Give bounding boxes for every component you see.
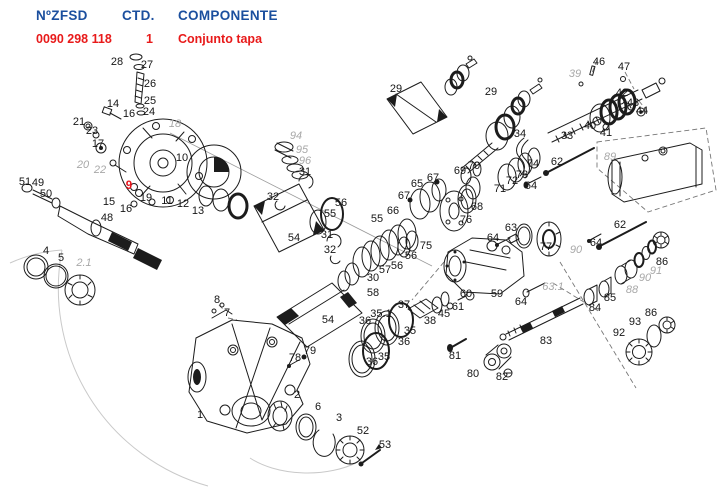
construction-arcs bbox=[9, 132, 433, 487]
piston-seal-rows bbox=[348, 291, 450, 378]
valve-cartridge-right bbox=[461, 77, 543, 174]
input-shaft-assembly bbox=[21, 183, 162, 306]
gear-housing bbox=[187, 302, 311, 434]
row-part-number: 0090 298 118 bbox=[36, 32, 112, 46]
banjo-fitting bbox=[447, 338, 513, 378]
upper-tube-assembly bbox=[253, 141, 344, 265]
fitting-cluster-upper bbox=[614, 231, 670, 285]
row-qty: 1 bbox=[146, 32, 153, 46]
header-col-qty: CTD. bbox=[122, 8, 155, 23]
header-col-part-number: NºZFSD bbox=[36, 8, 88, 23]
cover-hardware bbox=[83, 106, 156, 208]
adjuster-screw-stack bbox=[129, 53, 146, 116]
lower-tube bbox=[276, 282, 363, 348]
right-cylinder-assembly bbox=[495, 142, 703, 298]
worm-shaft-assembly bbox=[516, 65, 666, 179]
drag-link-assembly bbox=[499, 276, 612, 341]
valve-cartridge-left bbox=[386, 55, 478, 135]
cover-plate-assembly bbox=[118, 118, 249, 220]
valve-housing bbox=[443, 233, 525, 310]
dashed-group-outlines bbox=[218, 59, 717, 389]
fitting-cluster-lower bbox=[625, 316, 676, 366]
output-bearing-stack bbox=[267, 400, 382, 467]
center-spring-stack bbox=[337, 147, 542, 292]
row-component: Conjunto tapa bbox=[178, 32, 263, 46]
header-col-component: COMPONENTE bbox=[178, 8, 278, 23]
